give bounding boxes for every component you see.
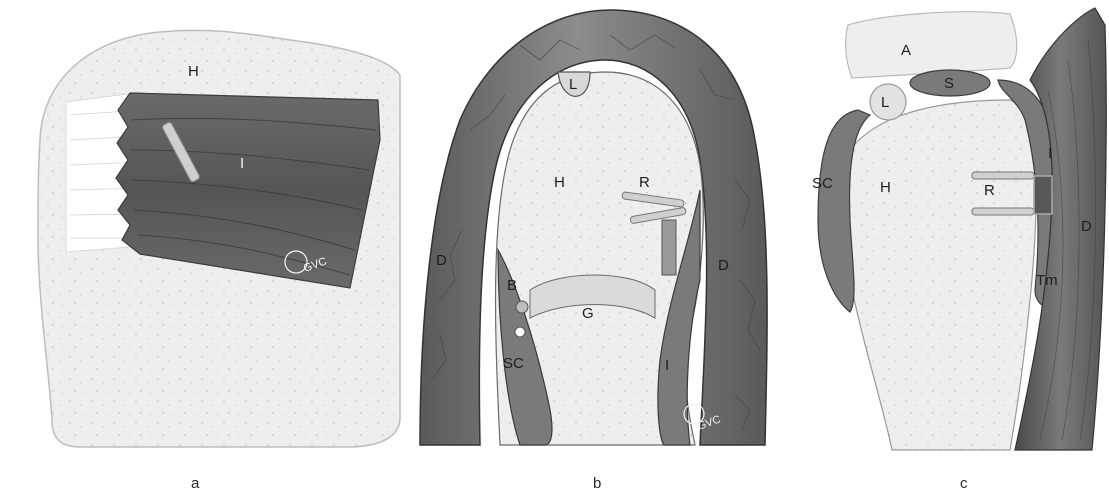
panel-b-label-i: I: [665, 357, 669, 374]
panel-b-label-h: H: [554, 174, 565, 191]
panel-c-acromion: [846, 12, 1017, 78]
panel-c: A S L SC H R I D Tm c: [812, 8, 1106, 492]
panel-b-label-b: B: [507, 277, 517, 294]
panel-b-label-g: G: [582, 305, 594, 322]
panel-c-label-i: I: [1048, 145, 1052, 162]
panel-c-caption: c: [960, 475, 968, 492]
panel-c-humerus: [843, 100, 1036, 450]
panel-b-label-d-right: D: [718, 257, 729, 274]
panel-b-label-d-left: D: [436, 252, 447, 269]
panel-a: GVC H I a: [38, 30, 400, 492]
panel-a-label-h: H: [188, 63, 199, 80]
panel-b-label-l: L: [569, 76, 577, 93]
panel-c-label-a: A: [901, 42, 911, 59]
panel-a-caption: a: [191, 475, 200, 492]
panel-b-label-r: R: [639, 174, 650, 191]
panel-b: GVC L H R D D B G SC I b: [420, 10, 767, 492]
panel-c-label-sc: SC: [812, 175, 833, 192]
panel-b-label-sc: SC: [503, 355, 524, 372]
panel-a-label-i: I: [240, 155, 244, 172]
panel-c-label-s: S: [944, 75, 954, 92]
panel-c-label-h: H: [880, 179, 891, 196]
panel-b-caption: b: [593, 475, 601, 492]
panel-c-label-d: D: [1081, 218, 1092, 235]
panel-c-label-l: L: [881, 94, 889, 111]
panel-c-label-tm: Tm: [1036, 272, 1058, 289]
panel-c-label-r: R: [984, 182, 995, 199]
